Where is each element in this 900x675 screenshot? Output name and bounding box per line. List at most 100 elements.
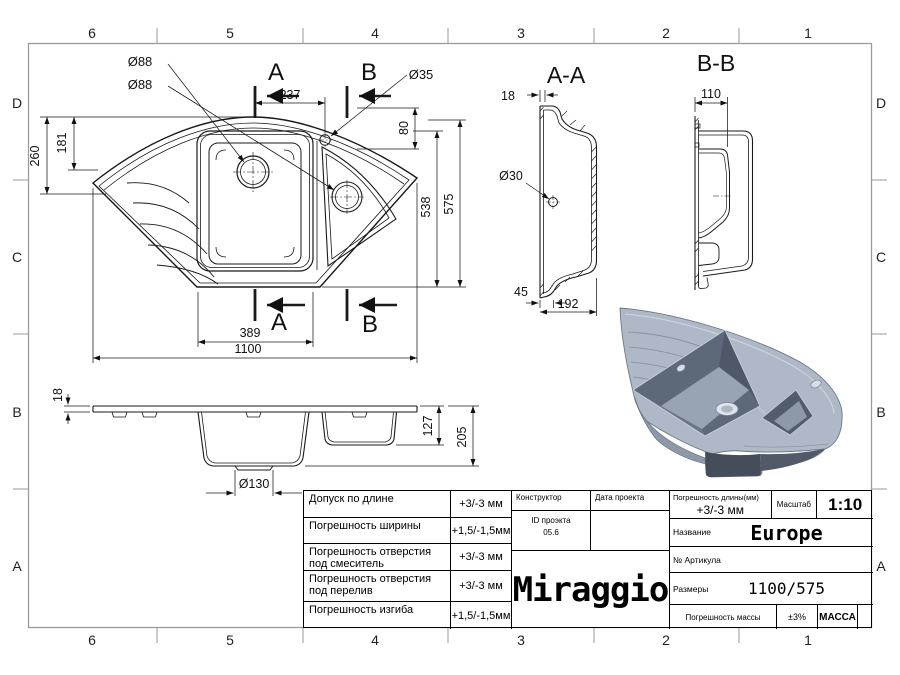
- dia-overflow-label: Ø30: [499, 169, 523, 183]
- dim-389: 389: [240, 326, 261, 340]
- tolerance-value: +1,5/-1,5мм: [451, 518, 512, 543]
- drainboard-ribs: [126, 182, 219, 285]
- side-view-dimensions: [64, 394, 479, 496]
- tolerance-label: Погрешность ширины: [304, 518, 451, 543]
- frame-row-label: A: [12, 558, 22, 574]
- section-letter-a-top: A: [268, 59, 284, 86]
- section-bb-title: B-B: [697, 50, 735, 76]
- render-overflow-hole: [676, 364, 686, 372]
- section-marks: [253, 86, 397, 321]
- project-date-cell: [591, 511, 669, 550]
- render-tap-hole: [810, 379, 822, 389]
- dia-tap-hole-label: Ø35: [409, 67, 434, 82]
- spec-block: Погрешность длины(мм) +3/-3 мм Масштаб 1…: [669, 491, 873, 629]
- scale-label: Масштаб: [772, 491, 818, 518]
- brand-logo: Miraggio: [512, 570, 670, 610]
- dim-110: 110: [701, 87, 721, 101]
- tap-hole: [318, 133, 332, 147]
- tolerance-value: +1,5/-1,5мм: [451, 602, 512, 629]
- name-label: Название: [673, 527, 711, 537]
- length-tolerance-label: Погрешность длины(мм): [673, 493, 759, 502]
- dim-192: 192: [558, 297, 579, 311]
- frame-row-label: A: [876, 558, 886, 574]
- frame-row-label: D: [876, 95, 886, 111]
- section-bb-dimensions: [694, 97, 728, 147]
- dim-575: 575: [442, 194, 456, 215]
- dim-181: 181: [55, 133, 69, 154]
- length-tolerance-value: +3/-3 мм: [696, 503, 745, 517]
- hatching-bb: [694, 117, 699, 286]
- dim-1100: 1100: [235, 342, 262, 356]
- tolerance-label: Погрешность отверстия под смеситель: [304, 544, 451, 570]
- section-aa: [525, 90, 598, 316]
- article-cell: № Артикула: [670, 547, 873, 572]
- section-letter-b-bottom: B: [362, 311, 378, 338]
- frame-row-label: C: [876, 249, 886, 265]
- table-row: Погрешность отверстия под смеситель +3/-…: [304, 544, 512, 571]
- dim-80: 80: [397, 121, 411, 135]
- project-id-line1: ID проэкта: [531, 516, 571, 525]
- frame-col-label: 1: [804, 632, 812, 648]
- main-bowl: [196, 130, 314, 272]
- scale-value: 1:10: [828, 494, 863, 514]
- frame-col-label: 3: [517, 25, 525, 41]
- frame-row-label: B: [12, 404, 21, 420]
- frame-col-label: 4: [371, 25, 379, 41]
- tolerance-label: Погрешность отверстия под перелив: [304, 571, 451, 601]
- render-3d: [619, 307, 843, 478]
- designer-block: Конструктор Дата проекта ID проэкта 05.6…: [512, 491, 669, 629]
- dim-127: 127: [421, 416, 435, 437]
- dim-45: 45: [514, 285, 528, 299]
- small-bowl: [321, 146, 397, 268]
- constructor-label: Конструктор: [512, 491, 591, 510]
- dia-main-drain-label: Ø88: [128, 54, 153, 69]
- table-row: Допуск по длине +3/-3 мм: [304, 491, 512, 518]
- frame-col-label: 4: [371, 632, 379, 648]
- dim-237: 237: [280, 88, 301, 102]
- side-view-dim-text: 18 127 205 Ø130: [51, 388, 469, 491]
- mass-tolerance-label: Погрешность массы: [670, 605, 777, 629]
- size-value: 1100/575: [747, 579, 826, 598]
- section-bb-text: B-B 110: [697, 50, 735, 101]
- article-label: № Артикула: [673, 555, 721, 565]
- frame-row-label: C: [12, 249, 22, 265]
- tolerance-value: +3/-3 мм: [451, 544, 512, 570]
- dim-18-aa: 18: [501, 89, 515, 103]
- sink-underside-right: [760, 449, 825, 471]
- dim-260: 260: [28, 146, 42, 167]
- frame-col-label: 6: [88, 25, 96, 41]
- top-view-dimensions: [40, 63, 466, 363]
- size-label: Размеры: [673, 584, 709, 594]
- frame-row-label: B: [876, 404, 885, 420]
- section-aa-title: A-A: [547, 62, 586, 88]
- dim-538: 538: [419, 197, 433, 218]
- frame-col-label: 2: [662, 25, 670, 41]
- dia-drain-recess-label: Ø130: [239, 477, 270, 491]
- mounting-clips: [111, 411, 368, 418]
- tolerance-value: +3/-3 мм: [451, 571, 512, 601]
- section-bb: [694, 97, 754, 290]
- project-id-cell: ID проэкта 05.6: [512, 511, 591, 550]
- mass-value-cell: [858, 605, 873, 629]
- frame-col-label: 5: [226, 632, 234, 648]
- section-letter-b-top: B: [361, 59, 377, 86]
- tolerance-table: Допуск по длине +3/-3 мм Погрешность шир…: [304, 491, 512, 629]
- frame-col-label: 3: [517, 632, 525, 648]
- tolerance-value: +3/-3 мм: [451, 491, 512, 517]
- render-drain-inner: [721, 405, 733, 413]
- frame-col-label: 6: [88, 632, 96, 648]
- top-view: [40, 63, 466, 363]
- project-id-line2: 05.6: [543, 528, 559, 537]
- name-cell: Название Europe: [670, 519, 873, 546]
- tolerance-label: Допуск по длине: [304, 491, 451, 517]
- frame-row-label: D: [12, 95, 22, 111]
- project-date-label: Дата проекта: [595, 493, 645, 502]
- main-bowl-floor: [661, 367, 749, 429]
- size-cell: Размеры 1100/575: [670, 573, 873, 604]
- model-name: Europe: [750, 520, 823, 545]
- sink-underside: [705, 452, 761, 477]
- small-bowl-floor: [774, 401, 807, 431]
- tolerance-label: Погрешность изгиба: [304, 602, 451, 629]
